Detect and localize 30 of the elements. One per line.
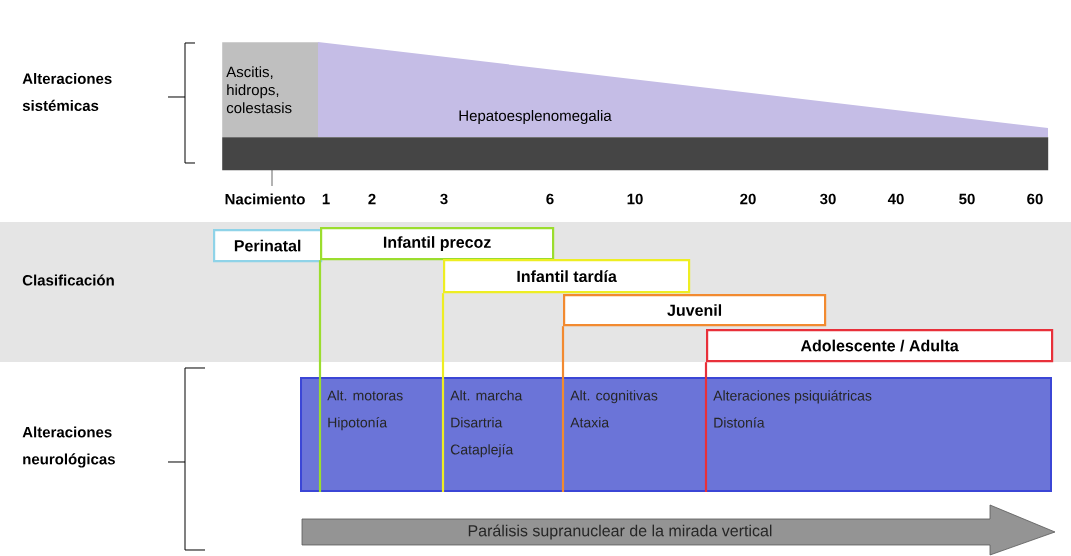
tick-label: 1	[322, 193, 330, 205]
symptom-box: Ascitis, hidrops, colestasis	[222, 42, 319, 138]
row-heading: Clasificación	[22, 274, 114, 286]
tick-label: 20	[740, 193, 756, 205]
tick-label: 3	[440, 193, 448, 205]
tick-label: 60	[1027, 193, 1043, 205]
row-heading: Alteraciones sistémicas	[22, 73, 112, 111]
tick-label: 10	[627, 193, 643, 205]
tick-label: 40	[887, 193, 904, 205]
stage-box: Juvenil	[563, 294, 827, 327]
stage-box: Adolescente / Adulta	[706, 329, 1054, 363]
tick-label: 50	[959, 193, 975, 205]
stage-box: Perinatal	[213, 229, 323, 263]
row-heading: Alteraciones neurológicas	[22, 426, 115, 468]
connector-line	[561, 326, 565, 492]
arrow-band: Parálisis supranuclear de la mirada vertical	[301, 504, 1056, 556]
stage-box: Infantil tardía	[443, 259, 691, 294]
symptom-list: Alt. cognitivas Ataxia	[570, 390, 658, 428]
tick-label: 2	[368, 193, 376, 205]
tick-label: Nacimiento	[225, 193, 305, 205]
tick-label: 30	[820, 193, 836, 205]
connector-line	[441, 293, 445, 492]
tick-label: 6	[546, 193, 554, 205]
symptom-list: Alt. marcha Disartria Cataplejía	[450, 390, 523, 458]
connector-line	[318, 260, 322, 492]
timeline-bar	[222, 137, 1049, 171]
connector-line	[704, 362, 708, 492]
symptom-list: Alt. motoras Hipotonía	[327, 390, 403, 431]
wedge-band: Hepatoesplenomegalia	[318, 42, 1048, 137]
symptom-list: Alteraciones psiquiátricas Distonía	[713, 390, 872, 428]
